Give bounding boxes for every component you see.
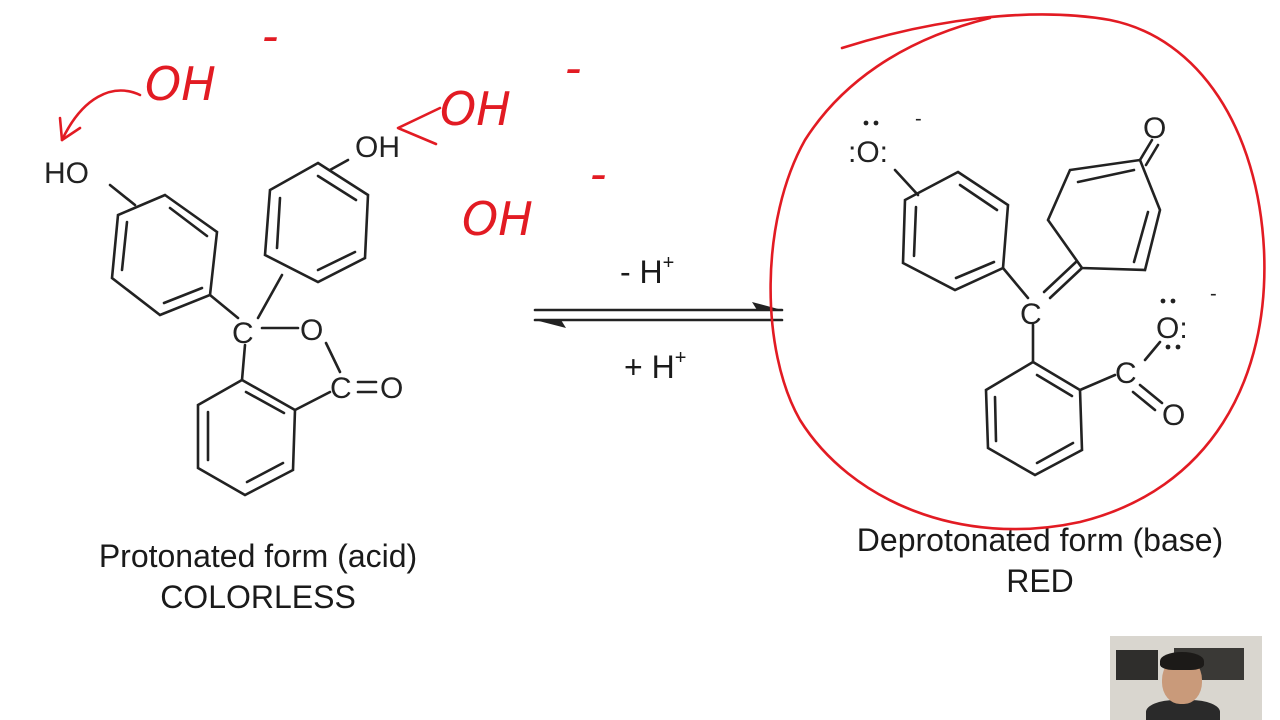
annotation-oh-3: OH (462, 192, 533, 246)
protonated-molecule: HO OH C O C O Protonated form (acid) COL… (44, 131, 417, 615)
annotation-oh-1: OH (145, 57, 216, 111)
atom-carboxyl-o: O (1162, 399, 1185, 432)
atom-oh: OH (355, 131, 400, 164)
presenter-webcam (1110, 636, 1262, 720)
phenoxide-charge: - (915, 108, 922, 130)
protonated-caption: Protonated form (acid) (99, 538, 417, 574)
atom-carbonyl-o: O (380, 372, 403, 405)
atom-ho: HO (44, 157, 89, 190)
phenoxide-ring (901, 170, 1010, 292)
lactone-benzene-ring (196, 378, 297, 497)
atom-central-c: C (232, 317, 254, 350)
atom-center-c: C (1020, 298, 1042, 331)
quinoid-ring (1046, 158, 1162, 272)
minus-h-label: - H+ (620, 252, 674, 290)
atom-quinone-o: O (1143, 112, 1166, 145)
red-label: RED (1006, 563, 1074, 599)
annotation-oh-2: OH (440, 82, 511, 136)
handwritten-annotations: OH - OH - OH - (58, 9, 1266, 531)
left-phenol-ring (110, 193, 219, 317)
deprotonated-molecule: :O: - O C O: - C O Deprotonated form (ba… (848, 108, 1223, 599)
annotation-oh-3-charge: - (590, 147, 607, 201)
highlight-circle (769, 13, 1266, 531)
atom-carbonyl-c: C (330, 372, 352, 405)
annotation-oh-1-charge: - (262, 9, 279, 63)
forward-arrowhead-icon (752, 302, 782, 310)
annotation-oh-2-charge: - (565, 41, 582, 95)
atom-phenoxide-o: :O: (848, 136, 888, 169)
benzoate-ring (984, 360, 1084, 477)
colorless-label: COLORLESS (160, 579, 356, 615)
equilibrium-arrows: - H+ + H+ (533, 252, 784, 385)
right-phenol-ring (263, 161, 370, 284)
bond-ho (108, 183, 137, 207)
plus-h-label: + H+ (624, 347, 686, 385)
arrow-mark-icon (396, 106, 442, 146)
reverse-arrowhead-icon (535, 320, 566, 328)
carboxylate-charge: - (1210, 283, 1217, 305)
curved-arrow-icon (60, 89, 142, 142)
bond-oh (328, 158, 350, 172)
atom-carboxylate-o: O: (1156, 312, 1188, 345)
atom-carboxyl-c: C (1115, 357, 1137, 390)
atom-ring-o: O (300, 314, 323, 347)
